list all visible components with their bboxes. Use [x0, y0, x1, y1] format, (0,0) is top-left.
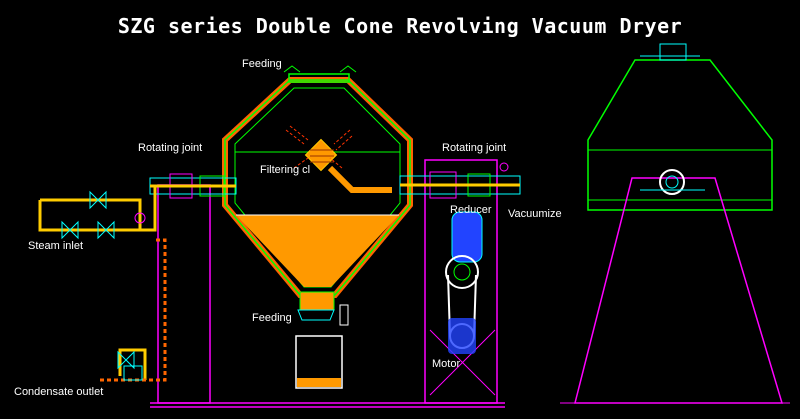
vessel-outline — [224, 79, 411, 296]
steam-valves — [61, 190, 146, 240]
label-steam-inlet: Steam inlet — [28, 240, 84, 252]
top-feeding-port — [288, 73, 350, 83]
label-rotating-joint-right: Rotating joint — [442, 142, 507, 154]
reducer-motor — [445, 211, 483, 354]
label-feeding-bottom: Feeding — [252, 312, 292, 324]
filter-cloth-icon — [285, 125, 392, 193]
condensate-trap — [117, 350, 143, 381]
front-bearing — [659, 169, 685, 195]
label-rotating-joint-left: Rotating joint — [138, 142, 203, 154]
label-motor: Motor — [432, 358, 461, 370]
label-filtering: Filtering cl — [260, 164, 311, 176]
front-view — [560, 43, 790, 404]
steam-piping — [38, 186, 167, 382]
receiving-container — [295, 335, 343, 389]
front-vessel — [587, 59, 773, 211]
shaft-assembly — [149, 162, 521, 199]
label-condensate-outlet: Condensate outlet — [14, 386, 104, 398]
container-material — [297, 378, 341, 387]
label-vacuumize: Vacuumize — [508, 208, 562, 220]
diagram-title: SZG series Double Cone Revolving Vacuum … — [117, 14, 683, 38]
label-reducer: Reducer — [450, 204, 492, 216]
front-support — [574, 177, 784, 404]
label-feeding-top: Feeding — [242, 58, 282, 70]
feeding-valve-icon — [283, 65, 357, 73]
material-fill — [236, 215, 399, 287]
support-frame — [150, 159, 505, 408]
bottom-discharge — [297, 291, 349, 326]
